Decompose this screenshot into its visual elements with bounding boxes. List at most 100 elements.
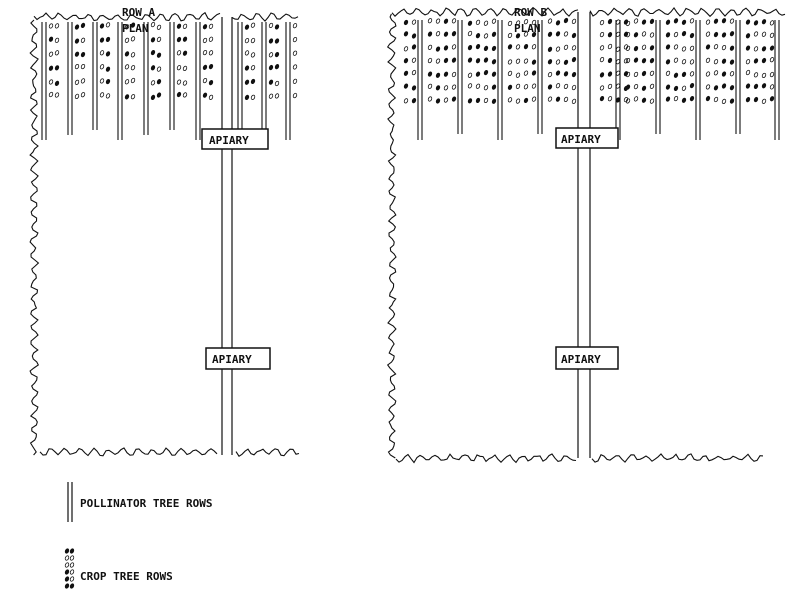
crop-tree [689,82,695,89]
crop-tree [745,59,751,65]
crop-tree [99,92,105,98]
crop-tree [547,96,553,102]
crop-tree [74,79,80,85]
crop-tree [641,44,647,50]
crop-tree [99,50,105,56]
crop-tree [150,49,156,56]
crop-tree [681,31,687,37]
crop-tree [633,46,639,52]
crop-tree [250,65,256,71]
pollinator-row-symbol [67,482,73,522]
crop-tree [571,56,577,63]
crop-tree [274,24,280,30]
crop-tree [729,18,735,24]
crop-tree [427,44,433,50]
crop-tree [531,70,537,76]
crop-tree [467,98,473,104]
crop-tree [54,23,60,29]
crop-tree [665,70,671,76]
crop-tree [80,63,86,70]
crop-tree [729,45,735,51]
crop-tree [615,83,621,89]
crop-tree [623,97,629,103]
crop-tree [745,83,751,89]
crop-tree [124,94,130,100]
crop-tree [250,37,256,44]
crop-tree [753,72,759,78]
crop-tree [625,32,631,38]
crop-tree [274,64,280,70]
crop-tree [48,51,54,57]
crop-tree [615,59,621,65]
crop-tree [244,65,250,71]
crop-tree [274,51,280,58]
crop-tree [515,44,521,50]
crop-tree [571,98,577,104]
crop-tree [547,46,553,52]
crop-tree [69,583,75,589]
crop-tree [649,83,655,89]
crop-tree [625,84,631,90]
row-b-plan: ROW B PLAN APIARY APIARY [386,6,786,464]
crop-tree [64,576,70,582]
crop-tree [467,72,473,78]
crop-tree [523,19,529,25]
crop-tree [268,22,274,29]
crop-tree [563,59,569,65]
crop-tree [753,83,759,89]
crop-tree [745,97,751,103]
crop-tree [176,50,182,56]
crop-tree [483,85,489,91]
apiary-box: APIARY [205,347,271,370]
crop-tree [607,18,613,25]
crop-tree [689,59,695,65]
crop-tree [563,71,569,77]
crop-tree [54,80,60,86]
plan-b-title: ROW B [514,6,547,19]
crop-tree [274,80,280,87]
crop-tree [673,57,679,63]
hedge-windbreak [391,6,579,17]
crop-tree [48,91,54,98]
crop-tree [130,52,136,58]
crop-tree [130,22,136,28]
crop-tree [292,92,298,99]
crop-tree [721,98,727,105]
crop-tree [633,71,639,78]
crop-tree [673,72,679,78]
crop-tree [563,31,569,37]
crop-tree [547,84,553,90]
crop-tree [555,20,561,26]
crop-tree [523,97,529,104]
hedge-windbreak [235,448,300,457]
crop-tree [607,83,613,90]
crop-tree [483,97,489,104]
crop-tree [745,33,751,39]
crop-tree [427,71,433,77]
crop-tree [681,46,687,52]
crop-tree [649,58,655,64]
crop-tree [105,51,111,57]
crop-tree [411,33,417,39]
crop-tree [80,51,86,58]
crop-tree [641,58,647,64]
crop-tree [721,83,727,89]
crop-tree [124,51,130,57]
crop-tree [665,19,671,25]
crop-tree [769,57,775,63]
crop-tree [607,32,613,38]
crop-tree [599,72,605,78]
crop-tree [623,44,629,50]
crop-tree [713,59,719,65]
crop-tree [531,59,537,65]
crop-tree [99,78,105,84]
crop-tree [761,57,767,64]
crop-tree [523,84,529,90]
crop-tree [176,91,182,98]
crop-tree [48,65,54,71]
crop-tree [475,19,481,25]
crop-tree [753,20,759,26]
crop-tree [547,31,553,37]
crop-tree [761,31,767,37]
crop-tree [208,94,214,100]
